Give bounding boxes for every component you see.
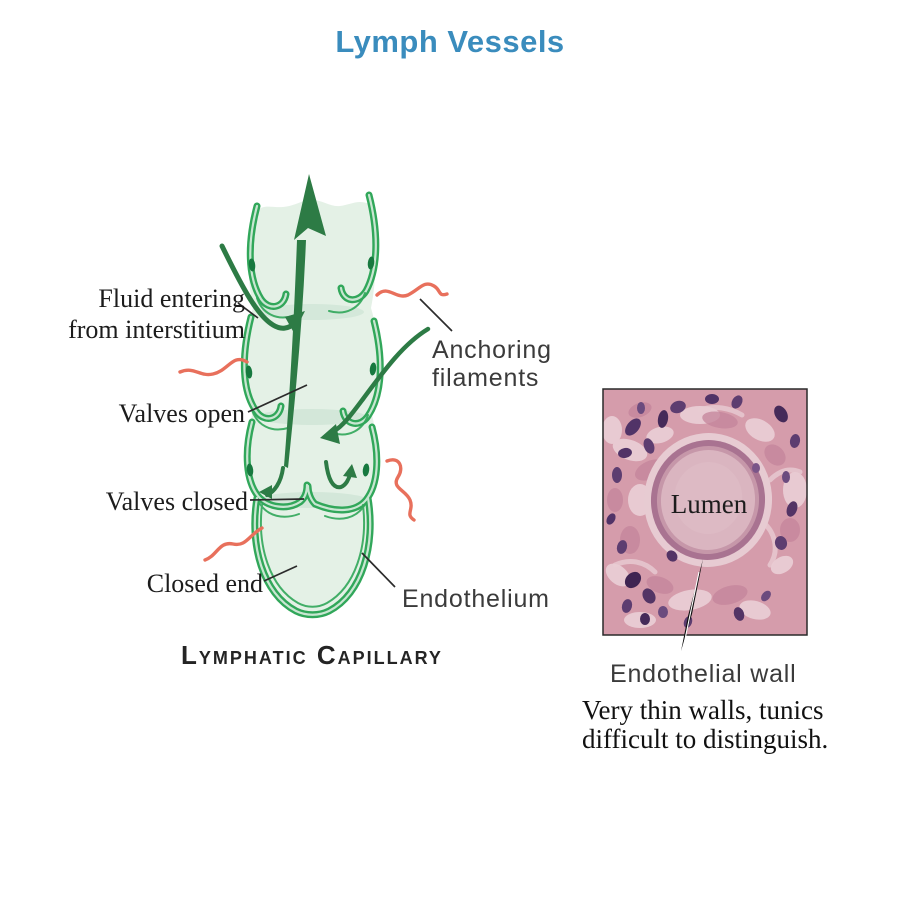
- fluid-entry-arrowhead-right: [320, 424, 340, 444]
- fluid-entry-arrowhead-left: [285, 311, 305, 333]
- label-closed-end: Closed end: [146, 569, 263, 598]
- central-flow-arrow-shaft: [284, 240, 306, 468]
- micrograph-note: Very thin walls, tunics difficult to dis…: [582, 696, 828, 754]
- label-endothelium: Endothelium: [402, 585, 550, 613]
- label-fluid-entering: Fluid entering from interstitium: [30, 283, 245, 345]
- flow-arrows: [219, 174, 431, 499]
- page-title: Lymph Vessels: [335, 24, 565, 59]
- label-anchoring-filaments-line1: Anchoring: [432, 336, 552, 364]
- micrograph-border: [602, 388, 808, 636]
- vessel-cross-section: [643, 433, 773, 567]
- label-fluid-entering-line1: Fluid entering: [98, 284, 245, 313]
- micrograph-note-line2: difficult to distinguish.: [582, 724, 829, 754]
- valve-recoil-arrowhead-right: [343, 464, 357, 478]
- fluid-entry-arrow-left: [219, 243, 297, 331]
- micrograph-note-line1: Very thin walls, tunics: [582, 695, 824, 725]
- label-anchoring-filaments-line2: filaments: [432, 364, 540, 392]
- central-flow-arrowhead: [294, 174, 326, 240]
- endothelial-nuclei-dots: [245, 256, 377, 477]
- label-fluid-entering-line2: from interstitium: [68, 315, 245, 344]
- capillary-caption: Lymphatic Capillary: [181, 640, 443, 670]
- micrograph-image: [602, 388, 808, 651]
- valve-recoil-arrowhead-left: [259, 485, 272, 499]
- label-endothelial-wall: Endothelial wall: [610, 660, 797, 688]
- valve-recoil-arrow-right: [324, 460, 352, 490]
- label-lumen: Lumen: [670, 489, 748, 519]
- label-valves-open: Valves open: [118, 399, 245, 428]
- fluid-entry-arrow-right: [331, 326, 431, 434]
- pointer-needle-highlight: [683, 571, 700, 645]
- lymphatic-capillary-illustration: [178, 174, 453, 616]
- label-valves-closed: Valves closed: [105, 487, 248, 516]
- tissue-nuclei: [606, 394, 801, 628]
- leader-lines: [237, 298, 453, 588]
- anchoring-filaments: [178, 282, 449, 562]
- label-anchoring-filaments: Anchoring filaments: [432, 336, 552, 392]
